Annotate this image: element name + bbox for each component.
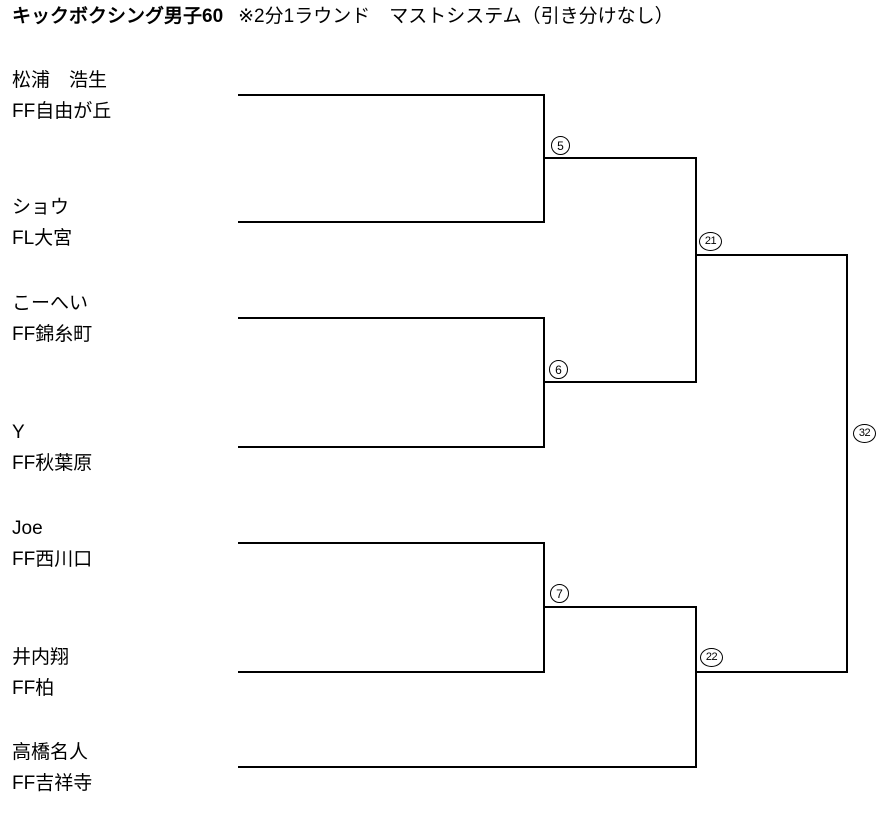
player-slot-2: ショウ FL大宮 bbox=[12, 198, 72, 249]
match-number-6: 6 bbox=[549, 360, 568, 379]
player-club: FF自由が丘 bbox=[12, 101, 112, 122]
player-name: ショウ bbox=[12, 197, 70, 218]
match-number-32: 32 bbox=[853, 424, 876, 443]
bracket-line-winner-6 bbox=[545, 381, 697, 383]
player-club: FF柏 bbox=[12, 678, 55, 699]
match-number-5: 5 bbox=[551, 136, 570, 155]
bracket-connector-match-7 bbox=[543, 542, 545, 673]
player-name: こーへい bbox=[12, 293, 89, 314]
bracket-connector-match-5 bbox=[543, 94, 545, 223]
player-club: FF吉祥寺 bbox=[12, 773, 93, 794]
match-number-21: 21 bbox=[699, 232, 722, 251]
player-name: 井内翔 bbox=[12, 647, 70, 668]
bracket-line-winner-5 bbox=[545, 157, 697, 159]
player-name: Y bbox=[12, 422, 25, 443]
page-title: キックボクシング男子60 ※2分1ラウンド マストシステム（引き分けなし） bbox=[12, 6, 674, 28]
bracket-line-winner-7 bbox=[545, 606, 697, 608]
match-number-22: 22 bbox=[700, 648, 723, 667]
player-club: FF秋葉原 bbox=[12, 453, 93, 474]
player-slot-1: 松浦 浩生 FF自由が丘 bbox=[12, 71, 111, 122]
bracket-line-player-5 bbox=[238, 542, 545, 544]
player-club: FF西川口 bbox=[12, 549, 93, 570]
bracket-line-player-1 bbox=[238, 94, 545, 96]
player-slot-6: 井内翔 FF柏 bbox=[12, 648, 69, 699]
bracket-line-winner-21 bbox=[697, 254, 848, 256]
bracket-line-winner-22 bbox=[697, 671, 848, 673]
player-name: 高橋名人 bbox=[12, 742, 89, 763]
bracket-connector-match-21 bbox=[695, 157, 697, 383]
bracket-connector-match-32-final bbox=[846, 254, 848, 673]
bracket-line-player-3 bbox=[238, 317, 545, 319]
bracket-line-player-4 bbox=[238, 446, 545, 448]
bracket-connector-match-22 bbox=[695, 606, 697, 768]
bracket-connector-match-6 bbox=[543, 317, 545, 448]
bracket-line-player-2 bbox=[238, 221, 545, 223]
match-number-7: 7 bbox=[550, 584, 569, 603]
bracket-subtitle: ※2分1ラウンド マストシステム（引き分けなし） bbox=[238, 6, 674, 27]
player-slot-4: Y FF秋葉原 bbox=[12, 423, 92, 474]
bracket-line-player-6 bbox=[238, 671, 545, 673]
player-club: FF錦糸町 bbox=[12, 324, 93, 345]
player-slot-7: 高橋名人 FF吉祥寺 bbox=[12, 743, 92, 794]
bracket-line-player-7-bye bbox=[238, 766, 697, 768]
player-name: 松浦 浩生 bbox=[12, 70, 108, 91]
player-slot-5: Joe FF西川口 bbox=[12, 519, 92, 570]
player-slot-3: こーへい FF錦糸町 bbox=[12, 294, 92, 345]
player-name: Joe bbox=[12, 518, 43, 539]
player-club: FL大宮 bbox=[12, 228, 73, 249]
bracket-title: キックボクシング男子60 bbox=[12, 6, 224, 27]
